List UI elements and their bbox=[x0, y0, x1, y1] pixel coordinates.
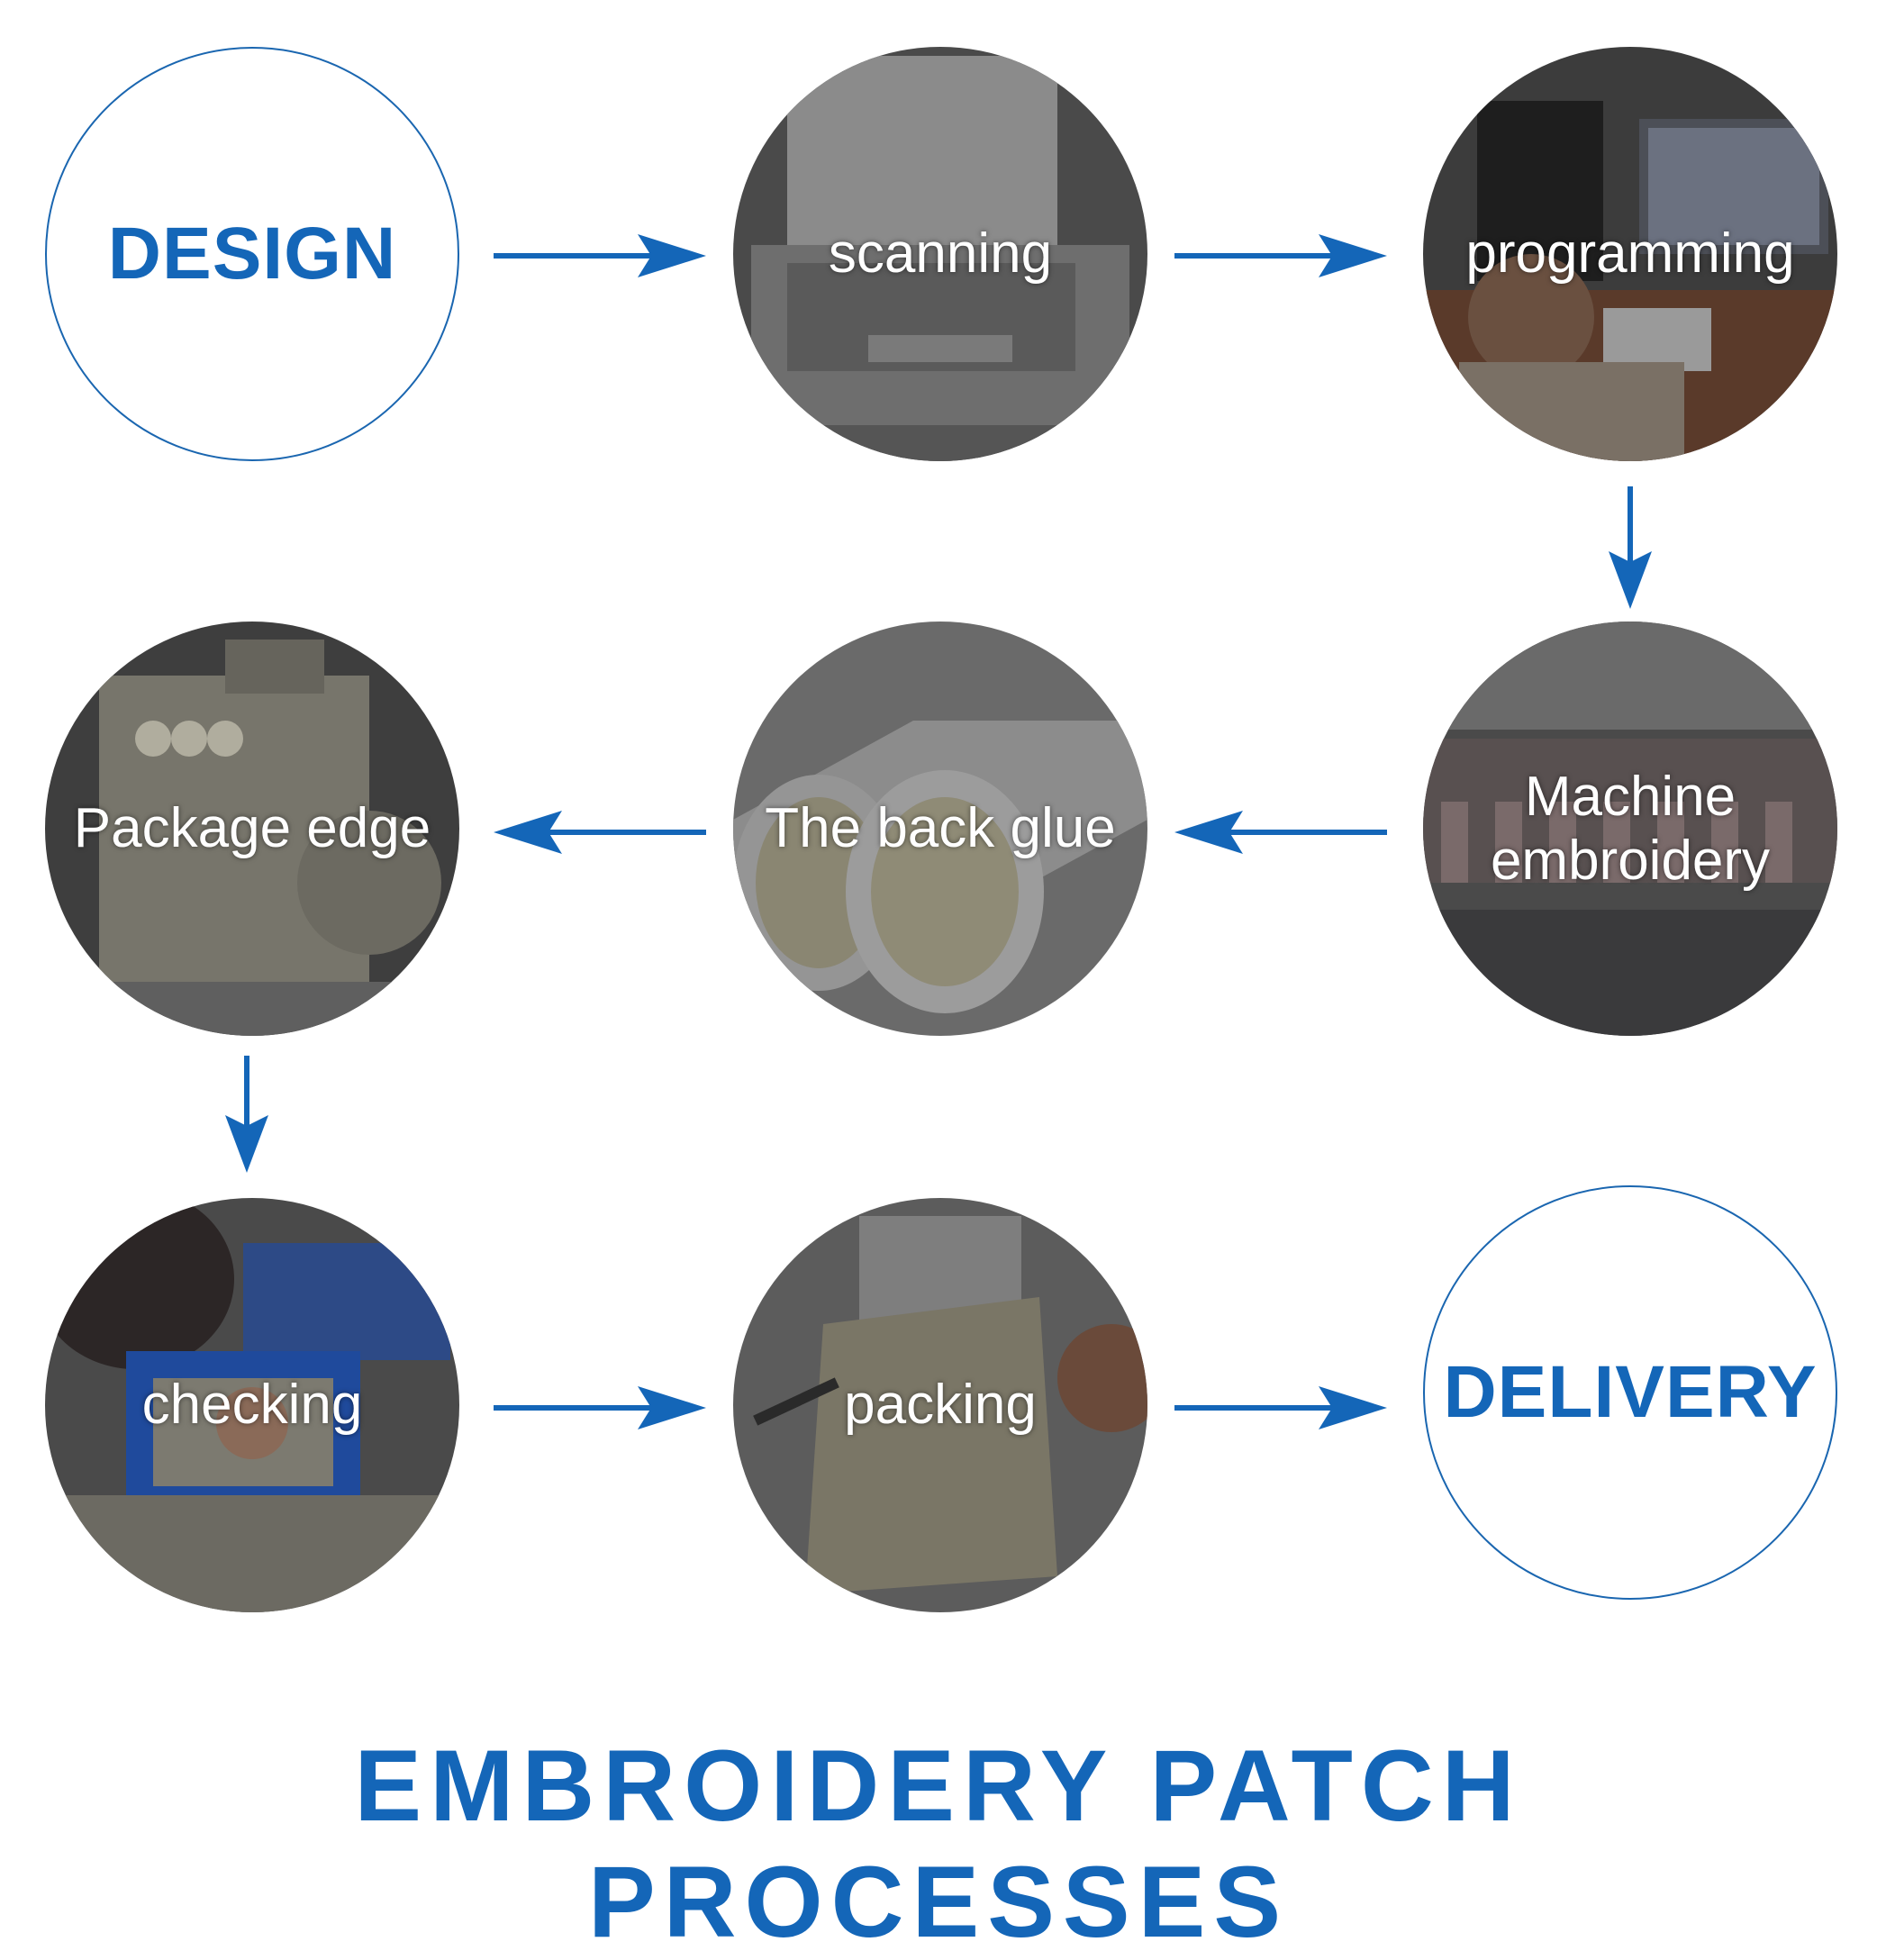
programming-node: programming bbox=[1423, 47, 1837, 461]
embroidery-factory-photo bbox=[1423, 622, 1837, 1036]
design-label: DESIGN bbox=[107, 213, 397, 295]
arrow-scanning-to-programming bbox=[1174, 234, 1387, 277]
arrow-design-to-scanning bbox=[494, 234, 706, 277]
checking-photo bbox=[45, 1198, 459, 1612]
packing-node: packing bbox=[733, 1198, 1147, 1612]
delivery-node: DELIVERY bbox=[1423, 1185, 1837, 1600]
delivery-label: DELIVERY bbox=[1443, 1351, 1818, 1433]
programming-label: programming bbox=[1465, 222, 1795, 286]
arrow-programming-to-embroidery bbox=[1609, 486, 1652, 609]
packing-label: packing bbox=[844, 1374, 1037, 1437]
arrow-package-edge-to-checking bbox=[225, 1056, 268, 1173]
scanner-photo bbox=[733, 47, 1147, 461]
back-glue-node: The back glue bbox=[733, 622, 1147, 1036]
checking-node: checking bbox=[45, 1198, 459, 1612]
arrow-checking-to-packing bbox=[494, 1386, 706, 1429]
machine-embroidery-node: Machine embroidery bbox=[1423, 622, 1837, 1036]
scanning-label: scanning bbox=[828, 222, 1053, 286]
scanning-node: scanning bbox=[733, 47, 1147, 461]
overlock-machine-photo bbox=[45, 622, 459, 1036]
package-edge-node: Package edge bbox=[45, 622, 459, 1036]
machine-embroidery-label: Machine embroidery bbox=[1490, 765, 1771, 892]
package-edge-label: Package edge bbox=[73, 797, 431, 860]
page-title: EMBROIDERY PATCH PROCESSES bbox=[354, 1729, 1523, 1958]
programming-photo bbox=[1423, 47, 1837, 461]
checking-label: checking bbox=[141, 1374, 363, 1437]
packing-photo bbox=[733, 1198, 1147, 1612]
back-glue-label: The back glue bbox=[765, 797, 1116, 860]
arrow-packing-to-delivery bbox=[1174, 1386, 1387, 1429]
design-node: DESIGN bbox=[45, 47, 459, 461]
arrow-embroidery-to-back-glue bbox=[1174, 811, 1387, 854]
arrow-back-glue-to-package-edge bbox=[494, 811, 706, 854]
glue-rolls-photo bbox=[733, 622, 1147, 1036]
